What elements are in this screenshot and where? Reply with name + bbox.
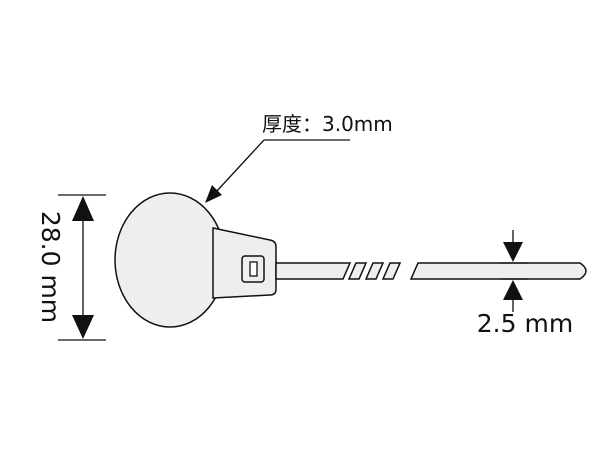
strap-segment-2	[409, 262, 587, 280]
width-arrow-top	[503, 242, 523, 262]
seal-disc	[114, 192, 226, 328]
height-dim-label: 28.0 mm	[36, 211, 65, 323]
strap-tooth-1	[347, 262, 368, 280]
height-arrow-bottom	[72, 315, 94, 339]
width-arrow-bottom	[503, 280, 523, 300]
strap-tooth-3	[381, 262, 402, 280]
strap-segment-1	[275, 262, 352, 280]
thickness-leader-arrowhead	[205, 185, 222, 203]
strap-tooth-2	[364, 262, 385, 280]
width-dim-label: 2.5 mm	[477, 309, 573, 338]
thickness-label: 厚度：3.0mm	[262, 112, 393, 136]
thickness-leader-arrow-line	[215, 139, 265, 193]
locking-slot-inner	[249, 261, 258, 277]
height-arrow-top	[72, 196, 94, 221]
